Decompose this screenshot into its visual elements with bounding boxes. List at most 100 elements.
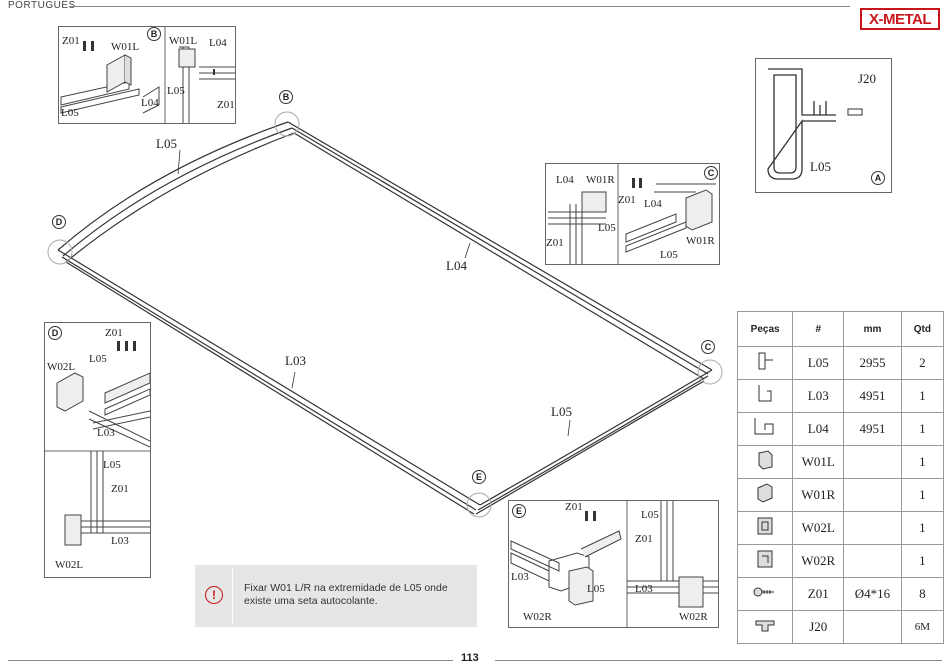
part-code: L05 [792,346,845,380]
detail-a-profile-illustration [767,68,863,180]
detail-d-l03-2: L03 [111,535,129,547]
part-mm: 4951 [843,379,902,413]
detail-c-l05-2: L05 [660,249,678,261]
page-number: 113 [455,652,485,664]
footer-rule-left [8,660,453,661]
gasket-j20-icon [736,610,794,644]
callout-b: B [279,90,293,104]
detail-a-l05: L05 [810,159,831,174]
part-mm [843,544,902,578]
part-code: W01L [792,445,845,479]
part-code: L03 [792,379,845,413]
table-row: Z01 Ø4*16 8 [736,577,945,611]
part-code: W02R [792,544,845,578]
detail-b-l05-2: L05 [167,85,185,97]
detail-a-panel: J20 L05 A [755,58,892,193]
main-label-l05-bottom: L05 [551,404,572,419]
detail-b-l04-2: L04 [209,37,227,49]
detail-d-l05-2: L05 [103,459,121,471]
detail-d-z01-2: Z01 [111,483,129,495]
detail-e-z01: Z01 [565,501,583,513]
warning-note [195,565,477,627]
part-code: W01R [792,478,845,512]
part-qty: 1 [900,544,945,578]
header-qtd: Qtd [900,311,945,347]
part-mm [843,478,902,512]
exclamation-icon: ! [205,586,223,604]
part-qty: 6M [900,610,945,644]
detail-e-w02r: W02R [523,611,552,623]
table-row: W02R 1 [736,544,945,578]
part-mm [843,511,902,545]
callout-e: E [472,470,486,484]
detail-d-illustration [45,341,150,546]
detail-b-panel: B Z01 W01L L04 L05 W01L L04 L05 Z01 [58,26,236,124]
footer-rule-right [495,660,942,661]
detail-b-l05: L05 [61,107,79,119]
profile-l03-icon [736,379,794,413]
part-mm [843,445,902,479]
profile-l05-icon [736,346,794,380]
parts-table: Peças # mm Qtd L05 2955 2 L03 4951 1 L04… [736,311,945,644]
detail-d-l05: L05 [89,353,107,365]
end-cap-w02r-icon [736,544,794,578]
detail-d-w02l: W02L [47,361,76,373]
detail-b-w01l-2: W01L [169,35,198,47]
part-qty: 1 [900,412,945,446]
detail-b-l04: L04 [141,97,159,109]
detail-b-illustration [60,27,235,123]
main-label-l03: L03 [285,353,306,368]
detail-e-l03: L03 [511,571,529,583]
part-qty: 1 [900,511,945,545]
callout-d: D [52,215,66,229]
part-mm: 2955 [843,346,902,380]
part-mm: Ø4*16 [843,577,902,611]
detail-c-illustration [548,164,716,264]
header-rule [70,6,850,7]
detail-e-l05: L05 [641,509,659,521]
detail-c-l04-2: L04 [644,198,662,210]
detail-d-panel: D Z01 W02L L05 L03 L05 Z01 L03 W02L [44,322,151,578]
main-label-l04: L04 [446,258,467,273]
part-qty: 1 [900,478,945,512]
part-qty: 1 [900,379,945,413]
detail-b-z01: Z01 [62,35,80,47]
detail-e-l05-2: L05 [587,583,605,595]
detail-c-panel: C L04 W01R Z01 L05 Z01 L04 W01R L05 [545,163,720,265]
detail-b-w01l: W01L [111,41,140,53]
detail-e-tag: E [512,504,526,518]
detail-d-tag: D [48,326,62,340]
detail-e-panel: E Z01 L05 L03 W02R L05 Z01 L03 W02R [508,500,719,628]
detail-c-l05: L05 [598,222,616,234]
detail-e-z01-2: Z01 [635,533,653,545]
part-code: W02L [792,511,845,545]
end-cap-w01l-icon [736,445,794,479]
part-mm [843,610,902,644]
part-qty: 1 [900,445,945,479]
profile-l04-icon [736,412,794,446]
detail-a-tag: A [871,171,885,185]
detail-e-w02r-2: W02R [679,611,708,623]
part-qty: 8 [900,577,945,611]
callout-c: C [701,340,715,354]
table-row: L03 4951 1 [736,379,945,413]
table-row: L04 4951 1 [736,412,945,446]
end-cap-w01r-icon [736,478,794,512]
detail-d-z01: Z01 [105,327,123,339]
part-code: Z01 [792,577,845,611]
detail-c-l04: L04 [556,174,574,186]
detail-b-tag: B [147,27,161,41]
table-row: W02L 1 [736,511,945,545]
detail-c-w01r: W01R [586,174,615,186]
part-code: J20 [792,610,845,644]
detail-c-z01: Z01 [618,194,636,206]
table-row: L05 2955 2 [736,346,945,380]
language-label: PORTUGUÊS [8,0,76,11]
header-mm: mm [843,311,902,347]
note-divider [232,568,233,624]
header-pecas: Peças [736,311,794,347]
detail-b-z01-2: Z01 [217,99,235,111]
detail-d-w02l-2: W02L [55,559,84,571]
table-row: W01L 1 [736,445,945,479]
